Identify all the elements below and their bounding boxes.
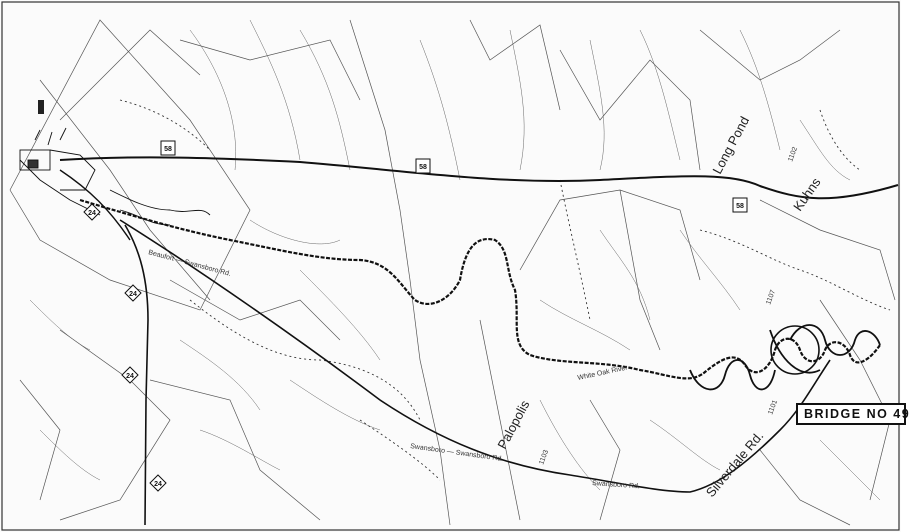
place-label-kuhns: Kuhns xyxy=(790,175,824,214)
upper-highway xyxy=(59,156,899,200)
town-block xyxy=(38,100,44,114)
shield-label: 58 xyxy=(736,203,744,210)
road-label-lower: Swansboro Rd. xyxy=(592,480,640,490)
route-number: 1102 xyxy=(787,146,799,163)
town-road xyxy=(59,169,131,241)
bridge-location-circle xyxy=(770,325,820,375)
road-label-south: Swansboro — Swansboro Rd. xyxy=(410,443,504,463)
dotted-boundaries xyxy=(119,99,891,481)
shield-label: 24 xyxy=(154,481,162,488)
road-label-river: White Oak River xyxy=(577,364,629,382)
shield-label: 24 xyxy=(129,291,137,298)
diagonal-road xyxy=(119,219,831,493)
vertical-road xyxy=(124,224,149,526)
route-number: 1107 xyxy=(765,289,777,306)
place-label-palopolis: Palopolis xyxy=(494,397,532,451)
route-number: 1101 xyxy=(767,399,779,416)
parcel-lines xyxy=(9,19,896,526)
bridge-label: BRIDGE NO 49 xyxy=(796,403,909,425)
road-label-sparta: Beaufort — Swansboro Rd. xyxy=(147,249,231,278)
drainage-lines xyxy=(29,19,881,501)
town-cluster xyxy=(19,127,211,226)
place-label-silverdale: Silverdale Rd. xyxy=(703,428,767,500)
shield-label: 24 xyxy=(88,210,96,217)
shield-label: 24 xyxy=(126,373,134,380)
route-number: 1103 xyxy=(538,449,550,466)
white-oak-river xyxy=(79,198,881,380)
shield-label: 58 xyxy=(419,164,427,171)
place-label-long-pond: Long Pond xyxy=(709,114,752,177)
route-shields: 58 58 58 24 24 24 24 xyxy=(83,140,748,492)
shield-label: 58 xyxy=(164,146,172,153)
